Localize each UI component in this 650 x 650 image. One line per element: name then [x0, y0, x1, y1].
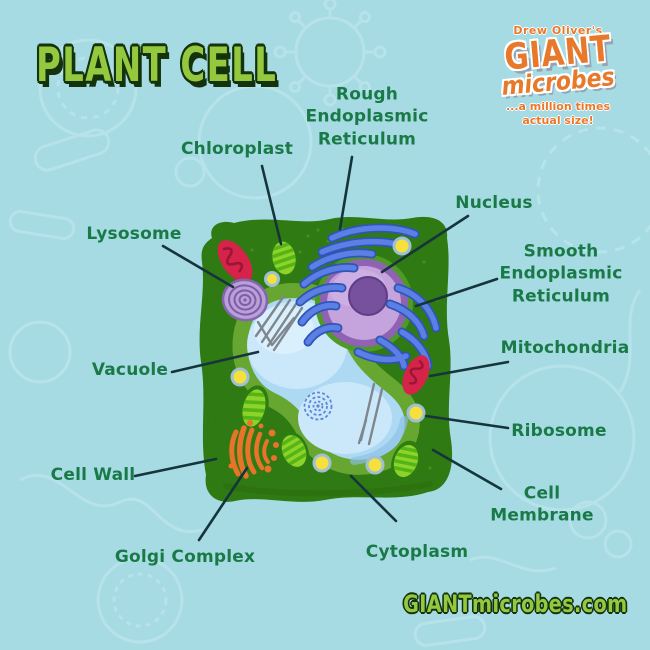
ribosome-dots — [230, 236, 426, 475]
label-ribosome: Ribosome — [511, 420, 607, 441]
label-nucleus: Nucleus — [455, 192, 533, 213]
pointer-smooth-er — [414, 277, 499, 308]
label-rough-endoplasmic-reticulum: Rough Endoplasmic Reticulum — [305, 84, 429, 150]
label-vacuole: Vacuole — [91, 359, 169, 380]
pointer-nucleus — [380, 214, 470, 274]
label-cytoplasm: Cytoplasm — [365, 541, 469, 562]
label-golgi-complex: Golgi Complex — [114, 546, 256, 567]
background-microbe-pattern — [8, 0, 650, 647]
vacuole-swirl — [303, 391, 333, 421]
mitochondria-shapes — [217, 239, 430, 395]
pointer-rough-er — [338, 155, 354, 231]
nucleolus-shape — [348, 276, 388, 316]
label-mitochondria: Mitochondria — [500, 337, 630, 358]
chloroplast-shapes — [238, 237, 423, 482]
label-smooth-endoplasmic-reticulum: Smooth Endoplasmic Reticulum — [499, 241, 623, 307]
label-lysosome: Lysosome — [86, 223, 182, 244]
pointer-cytoplasm — [349, 474, 398, 523]
logo-tagline-bottom-1: ...a million times — [505, 100, 611, 114]
plant-cell-illustration — [199, 216, 453, 502]
page-title: PLANT CELL — [36, 38, 278, 93]
pointer-golgi-complex — [197, 466, 249, 542]
label-cell-wall: Cell Wall — [50, 464, 136, 485]
pointer-cell-wall — [133, 457, 218, 478]
vacuole-crystals — [254, 294, 384, 446]
logo-tagline-top: Drew Oliver's — [513, 24, 603, 37]
website-link[interactable]: GIANTmicrobes.com — [403, 590, 628, 618]
pointer-mitochondria — [428, 360, 510, 378]
logo-tagline-bottom-2: actual size! — [522, 113, 594, 127]
rough-er-shape — [295, 223, 420, 347]
pointer-chloroplast — [260, 164, 283, 246]
label-cell-membrane: Cell Membrane — [490, 483, 594, 526]
label-chloroplast: Chloroplast — [180, 138, 294, 159]
lysosome-shape — [221, 278, 269, 322]
pointer-cell-membrane — [431, 448, 503, 491]
pointer-ribosome — [424, 414, 510, 430]
giantmicrobes-logo: Drew Oliver's GIANT microbes ...a millio… — [478, 24, 638, 128]
pointer-vacuole — [170, 350, 260, 374]
pointer-lines — [133, 155, 510, 542]
pointer-lysosome — [161, 244, 235, 289]
